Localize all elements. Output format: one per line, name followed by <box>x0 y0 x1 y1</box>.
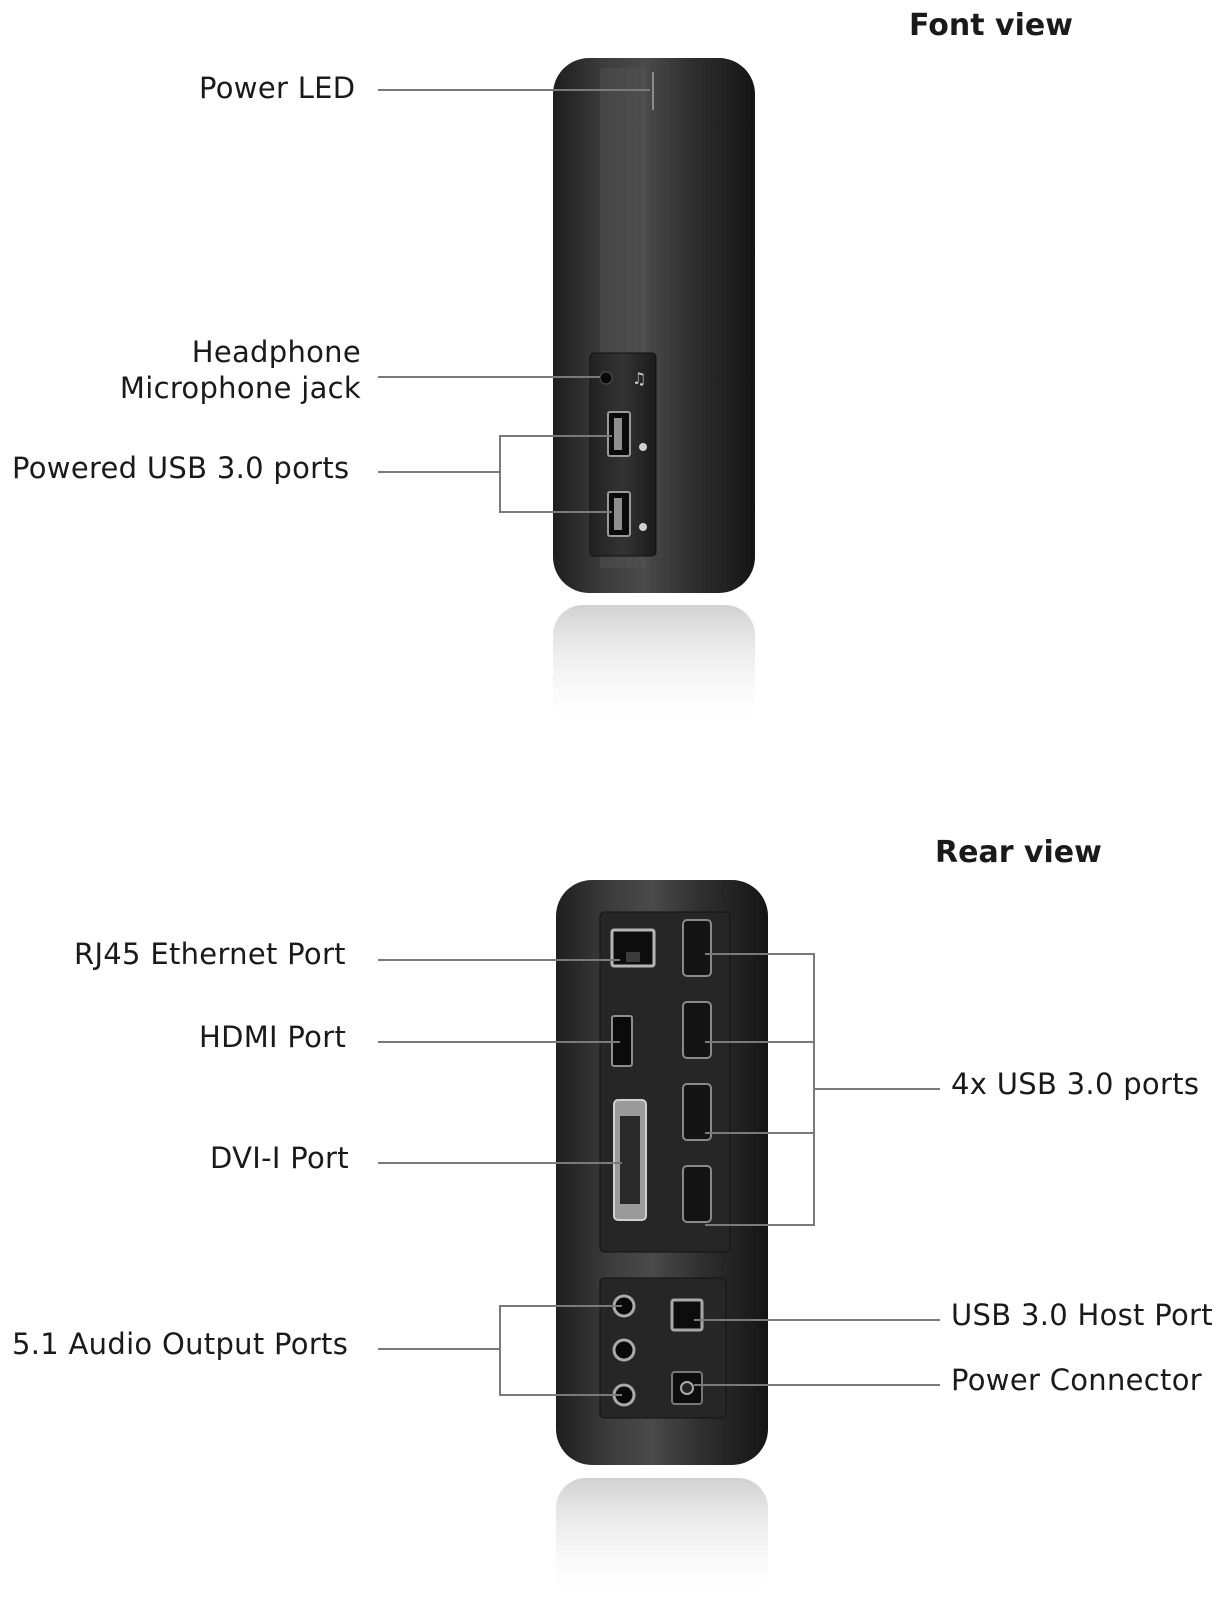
rear-view-title: Rear view <box>935 835 1102 870</box>
front-usb-port-2-tongue <box>614 498 622 530</box>
power-led-label: Power LED <box>199 71 356 105</box>
rear-usb-port-3 <box>682 1083 712 1141</box>
audio-label: 5.1 Audio Output Ports <box>12 1327 349 1361</box>
audio-bracket <box>499 1305 622 1396</box>
rj45-port-clip <box>626 952 640 962</box>
powered-usb-bracket <box>499 435 612 513</box>
dvi-port-inner <box>620 1116 640 1204</box>
rear-reflection <box>556 1478 768 1606</box>
usb-host-port-icon <box>670 1298 704 1332</box>
power-connector-pin <box>680 1381 694 1395</box>
usb4-label: 4x USB 3.0 ports <box>951 1067 1200 1101</box>
headphone-label-line2: Microphone jack <box>119 371 361 405</box>
usb-icon <box>639 443 647 451</box>
rear-usb-port-1 <box>682 919 712 977</box>
usb-icon <box>639 523 647 531</box>
front-usb-port-1-tongue <box>614 418 622 450</box>
rear-leader-lines <box>378 953 940 1396</box>
front-view-title: Font view <box>909 8 1073 43</box>
headphone-label-line1: Headphone <box>191 335 361 369</box>
power-connector-label: Power Connector <box>951 1363 1202 1397</box>
audio-jack-icon <box>612 1338 636 1362</box>
dvi-label: DVI-I Port <box>210 1141 349 1175</box>
rj45-label: RJ45 Ethernet Port <box>74 937 346 971</box>
front-view-device: ♫ <box>553 58 755 735</box>
rj45-port-icon <box>610 928 656 968</box>
usb-host-label: USB 3.0 Host Port <box>951 1298 1213 1332</box>
rear-usb-port-4 <box>682 1165 712 1223</box>
front-reflection <box>553 605 755 735</box>
powered-usb-label: Powered USB 3.0 ports <box>12 451 350 485</box>
front-leader-lines <box>378 89 650 513</box>
rear-view-device <box>556 880 768 1606</box>
headphone-symbol-icon: ♫ <box>632 369 646 388</box>
rear-usb-port-2 <box>682 1001 712 1059</box>
headphone-jack-icon <box>599 371 613 385</box>
hdmi-label: HDMI Port <box>199 1020 347 1054</box>
